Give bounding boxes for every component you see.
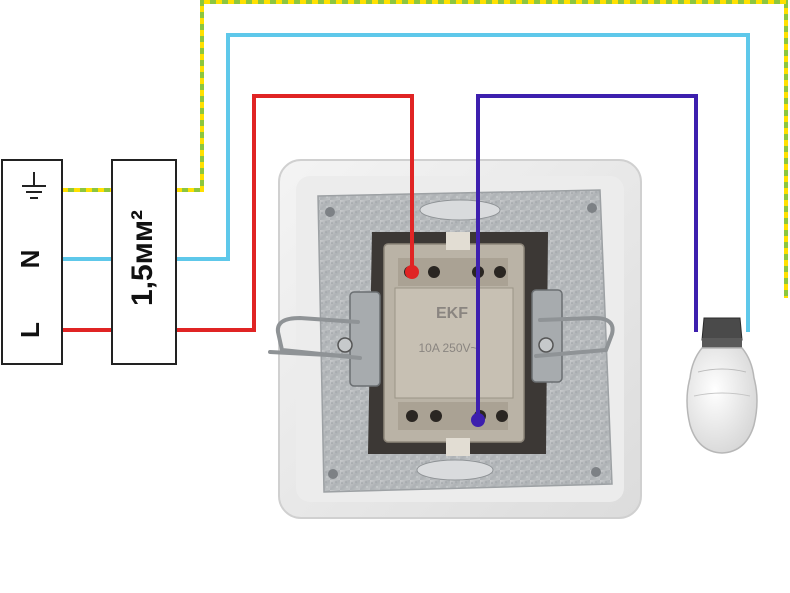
rating-mark: 10A 250V~	[418, 341, 477, 355]
neutral-wire-run	[176, 33, 750, 332]
live-wire-run	[176, 94, 414, 332]
earth-icon	[22, 172, 46, 199]
right-claw	[531, 289, 615, 383]
light-bulb-icon	[686, 317, 758, 454]
switched-live-wire	[476, 94, 698, 420]
terminal-block: N L	[1, 159, 63, 365]
switch-mechanism: EKF 10A 250V~	[383, 232, 525, 456]
neutral-terminal-label: N	[15, 250, 45, 269]
live-terminal-dot	[405, 265, 419, 279]
live-wire	[62, 94, 414, 332]
brand-mark: EKF	[436, 305, 468, 322]
cable-size-label: 1,5мм²	[126, 210, 159, 306]
cable-size-box: 1,5мм²	[111, 159, 177, 365]
switched-live-terminal-dot	[471, 413, 485, 427]
earth-wire-stripe	[176, 0, 788, 298]
left-claw	[268, 291, 381, 387]
live-terminal-label: L	[15, 322, 45, 338]
earth-wire	[62, 0, 788, 298]
neutral-wire	[62, 33, 750, 332]
